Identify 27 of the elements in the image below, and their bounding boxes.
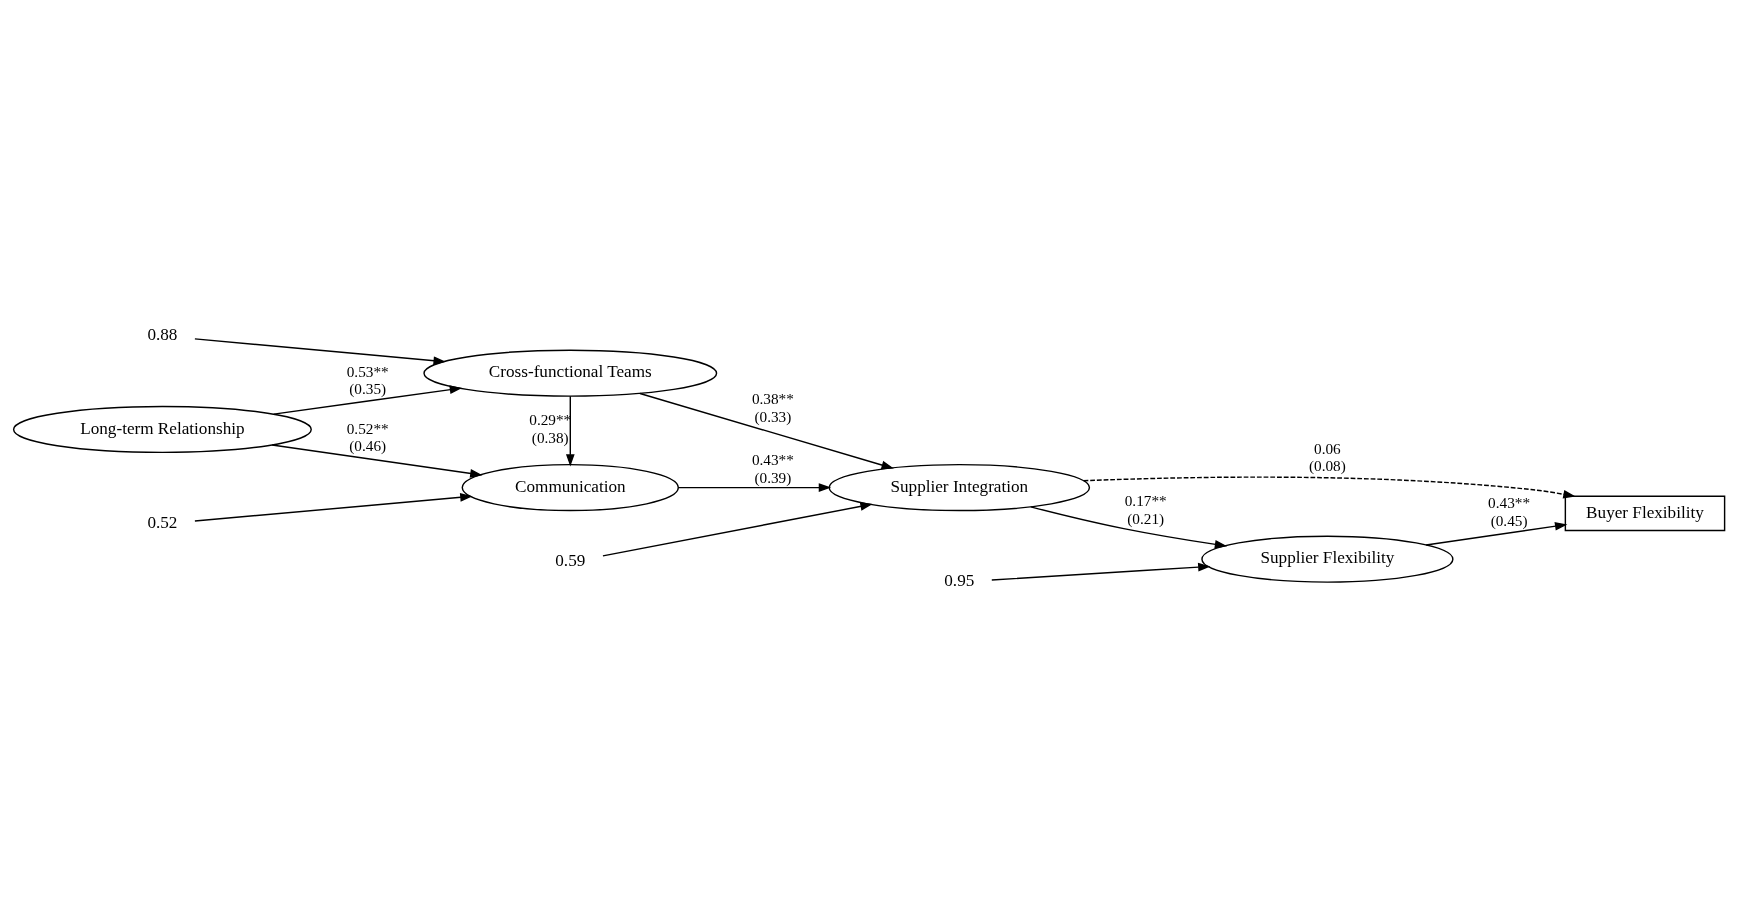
node-box: Buyer Flexibility	[1564, 494, 1726, 531]
edge-label: 0.38** (0.33)	[751, 389, 794, 425]
arrow	[602, 501, 873, 557]
arrow	[677, 482, 832, 492]
node-ellipse: Long-term Relationship	[12, 405, 312, 453]
node-text: 0.88	[147, 324, 178, 344]
node-text: 0.59	[555, 550, 586, 570]
arrow	[565, 395, 575, 467]
arrow	[194, 337, 446, 365]
arrow	[271, 443, 483, 478]
edge-label: 0.43** (0.39)	[751, 450, 794, 486]
edge-label: 0.43** (0.45)	[1488, 493, 1531, 529]
arrow	[273, 384, 463, 415]
edge-label: 0.17** (0.21)	[1124, 491, 1167, 527]
edge-label: 0.29** (0.38)	[529, 410, 572, 446]
node-text: 0.52	[147, 512, 178, 532]
arrow	[991, 562, 1211, 581]
arrow	[1425, 521, 1568, 546]
arrow	[1030, 505, 1228, 549]
arrow	[194, 492, 473, 522]
node-ellipse: Supplier Flexibility	[1201, 534, 1454, 583]
node-text: 0.95	[944, 570, 975, 590]
edge-label: 0.06 (0.08)	[1308, 439, 1346, 474]
arrow	[1082, 475, 1576, 499]
edge-label: 0.53** (0.35)	[346, 362, 389, 397]
arrow	[639, 392, 894, 469]
edge-label: 0.52** (0.46)	[346, 419, 389, 454]
